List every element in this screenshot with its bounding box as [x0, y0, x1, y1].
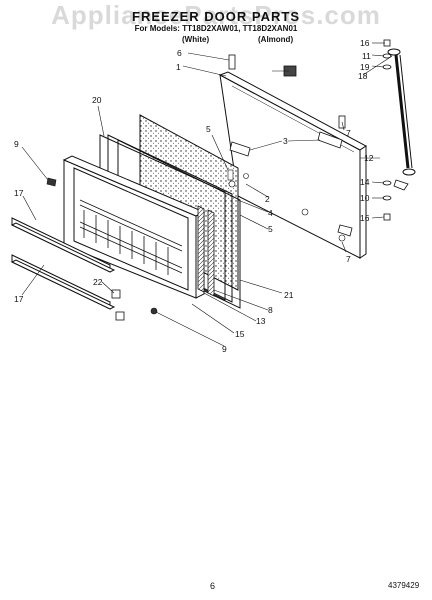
diagram-title: FREEZER DOOR PARTS — [132, 9, 300, 24]
callout-13: 13 — [256, 316, 266, 326]
callout-3: 3 — [283, 136, 288, 146]
callout-6: 6 — [177, 48, 182, 58]
document-number: 4379429 — [388, 581, 420, 590]
callout-17-bottom: 17 — [14, 294, 24, 304]
leader-lines — [21, 42, 393, 347]
callout-1: 1 — [176, 62, 181, 72]
variant-white: (White) — [182, 35, 210, 44]
page-number: 6 — [210, 581, 216, 591]
callout-numbers: 1 2 3 4 5 5 6 7 7 8 9 9 10 11 12 13 14 1… — [14, 38, 374, 354]
callout-10: 10 — [360, 193, 370, 203]
callout-19: 19 — [360, 62, 370, 72]
callout-7-top: 7 — [346, 128, 351, 138]
callout-8: 8 — [268, 305, 273, 315]
callout-5-bottom: 5 — [268, 224, 273, 234]
callout-18: 18 — [358, 71, 368, 81]
variant-almond: (Almond) — [258, 35, 294, 44]
seal-strips — [197, 205, 215, 297]
callout-14: 14 — [360, 177, 370, 187]
callout-12: 12 — [364, 153, 374, 163]
callout-7-bottom: 7 — [346, 254, 351, 264]
callout-11: 11 — [362, 51, 371, 61]
door-shelf-rails — [10, 217, 116, 310]
door-handle — [387, 48, 416, 176]
callout-15: 15 — [235, 329, 245, 339]
outer-door-panel — [218, 71, 367, 259]
model-line: For Models: TT18D2XAW01, TT18D2XAN01 — [134, 24, 298, 33]
callout-21: 21 — [284, 290, 294, 300]
callout-16-bottom: 16 — [360, 213, 370, 223]
callout-22: 22 — [93, 277, 103, 287]
rail-end-caps — [111, 289, 125, 321]
callout-9-bottom: 9 — [222, 344, 227, 354]
callout-20: 20 — [92, 95, 102, 105]
callout-9-top: 9 — [14, 139, 19, 149]
callout-16-top: 16 — [360, 38, 370, 48]
callout-5-top: 5 — [206, 124, 211, 134]
callout-2: 2 — [265, 194, 270, 204]
screws — [46, 169, 346, 315]
watermark: AppliancePartsPros.com — [51, 0, 381, 30]
callout-17-top: 17 — [14, 188, 24, 198]
callout-4: 4 — [268, 208, 273, 218]
liner-shelf-bars — [79, 199, 183, 275]
